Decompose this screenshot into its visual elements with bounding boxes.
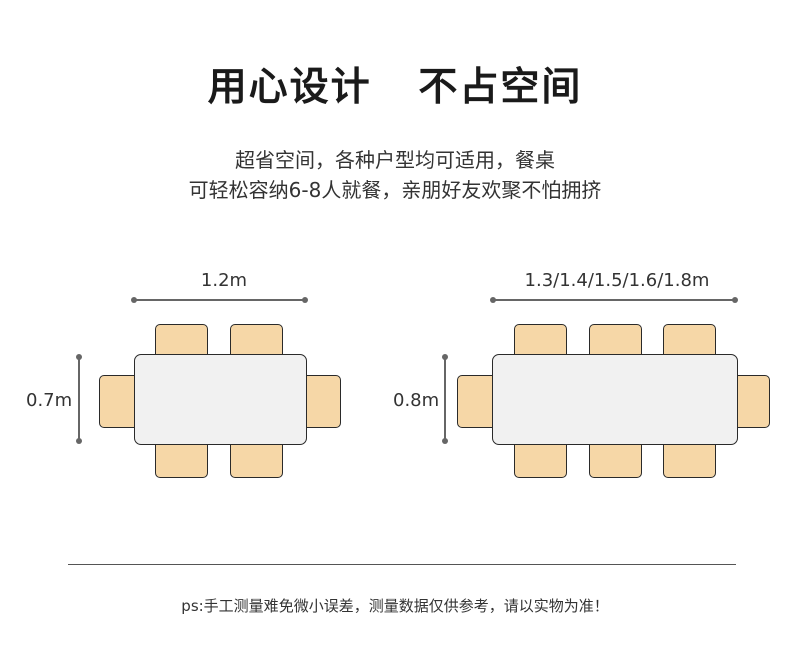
dimension-endpoint (76, 354, 82, 360)
length-dimension-line (134, 299, 305, 301)
dining-table (492, 354, 738, 445)
dimension-endpoint (442, 354, 448, 360)
subtitle-line-2: 可轻松容纳6-8人就餐，亲朋好友欢聚不怕拥挤 (188, 178, 602, 202)
width-dimension-line (444, 357, 446, 441)
subtitle-line-1: 超省空间，各种户型均可适用，餐桌 (235, 148, 555, 172)
page-title: 用心设计 不占空间 (0, 56, 790, 112)
footnote: ps:手工测量难免微小误差，测量数据仅供参考，请以实物为准！ (181, 597, 609, 615)
length-dimension-line (493, 299, 735, 301)
dimension-endpoint (302, 297, 308, 303)
title-part-2: 不占空间 (418, 65, 583, 110)
length-label: 1.2m (200, 270, 248, 291)
dimension-endpoint (732, 297, 738, 303)
length-label: 1.3/1.4/1.5/1.6/1.8m (524, 270, 710, 291)
dimension-endpoint (76, 438, 82, 444)
dimension-endpoint (490, 297, 496, 303)
dimension-endpoint (131, 297, 137, 303)
dimension-endpoint (442, 438, 448, 444)
width-dimension-line (78, 357, 80, 441)
width-label: 0.8m (393, 390, 440, 411)
width-label: 0.7m (26, 390, 73, 411)
dining-table (134, 354, 307, 445)
title-part-1: 用心设计 (207, 65, 372, 110)
divider (68, 564, 736, 565)
